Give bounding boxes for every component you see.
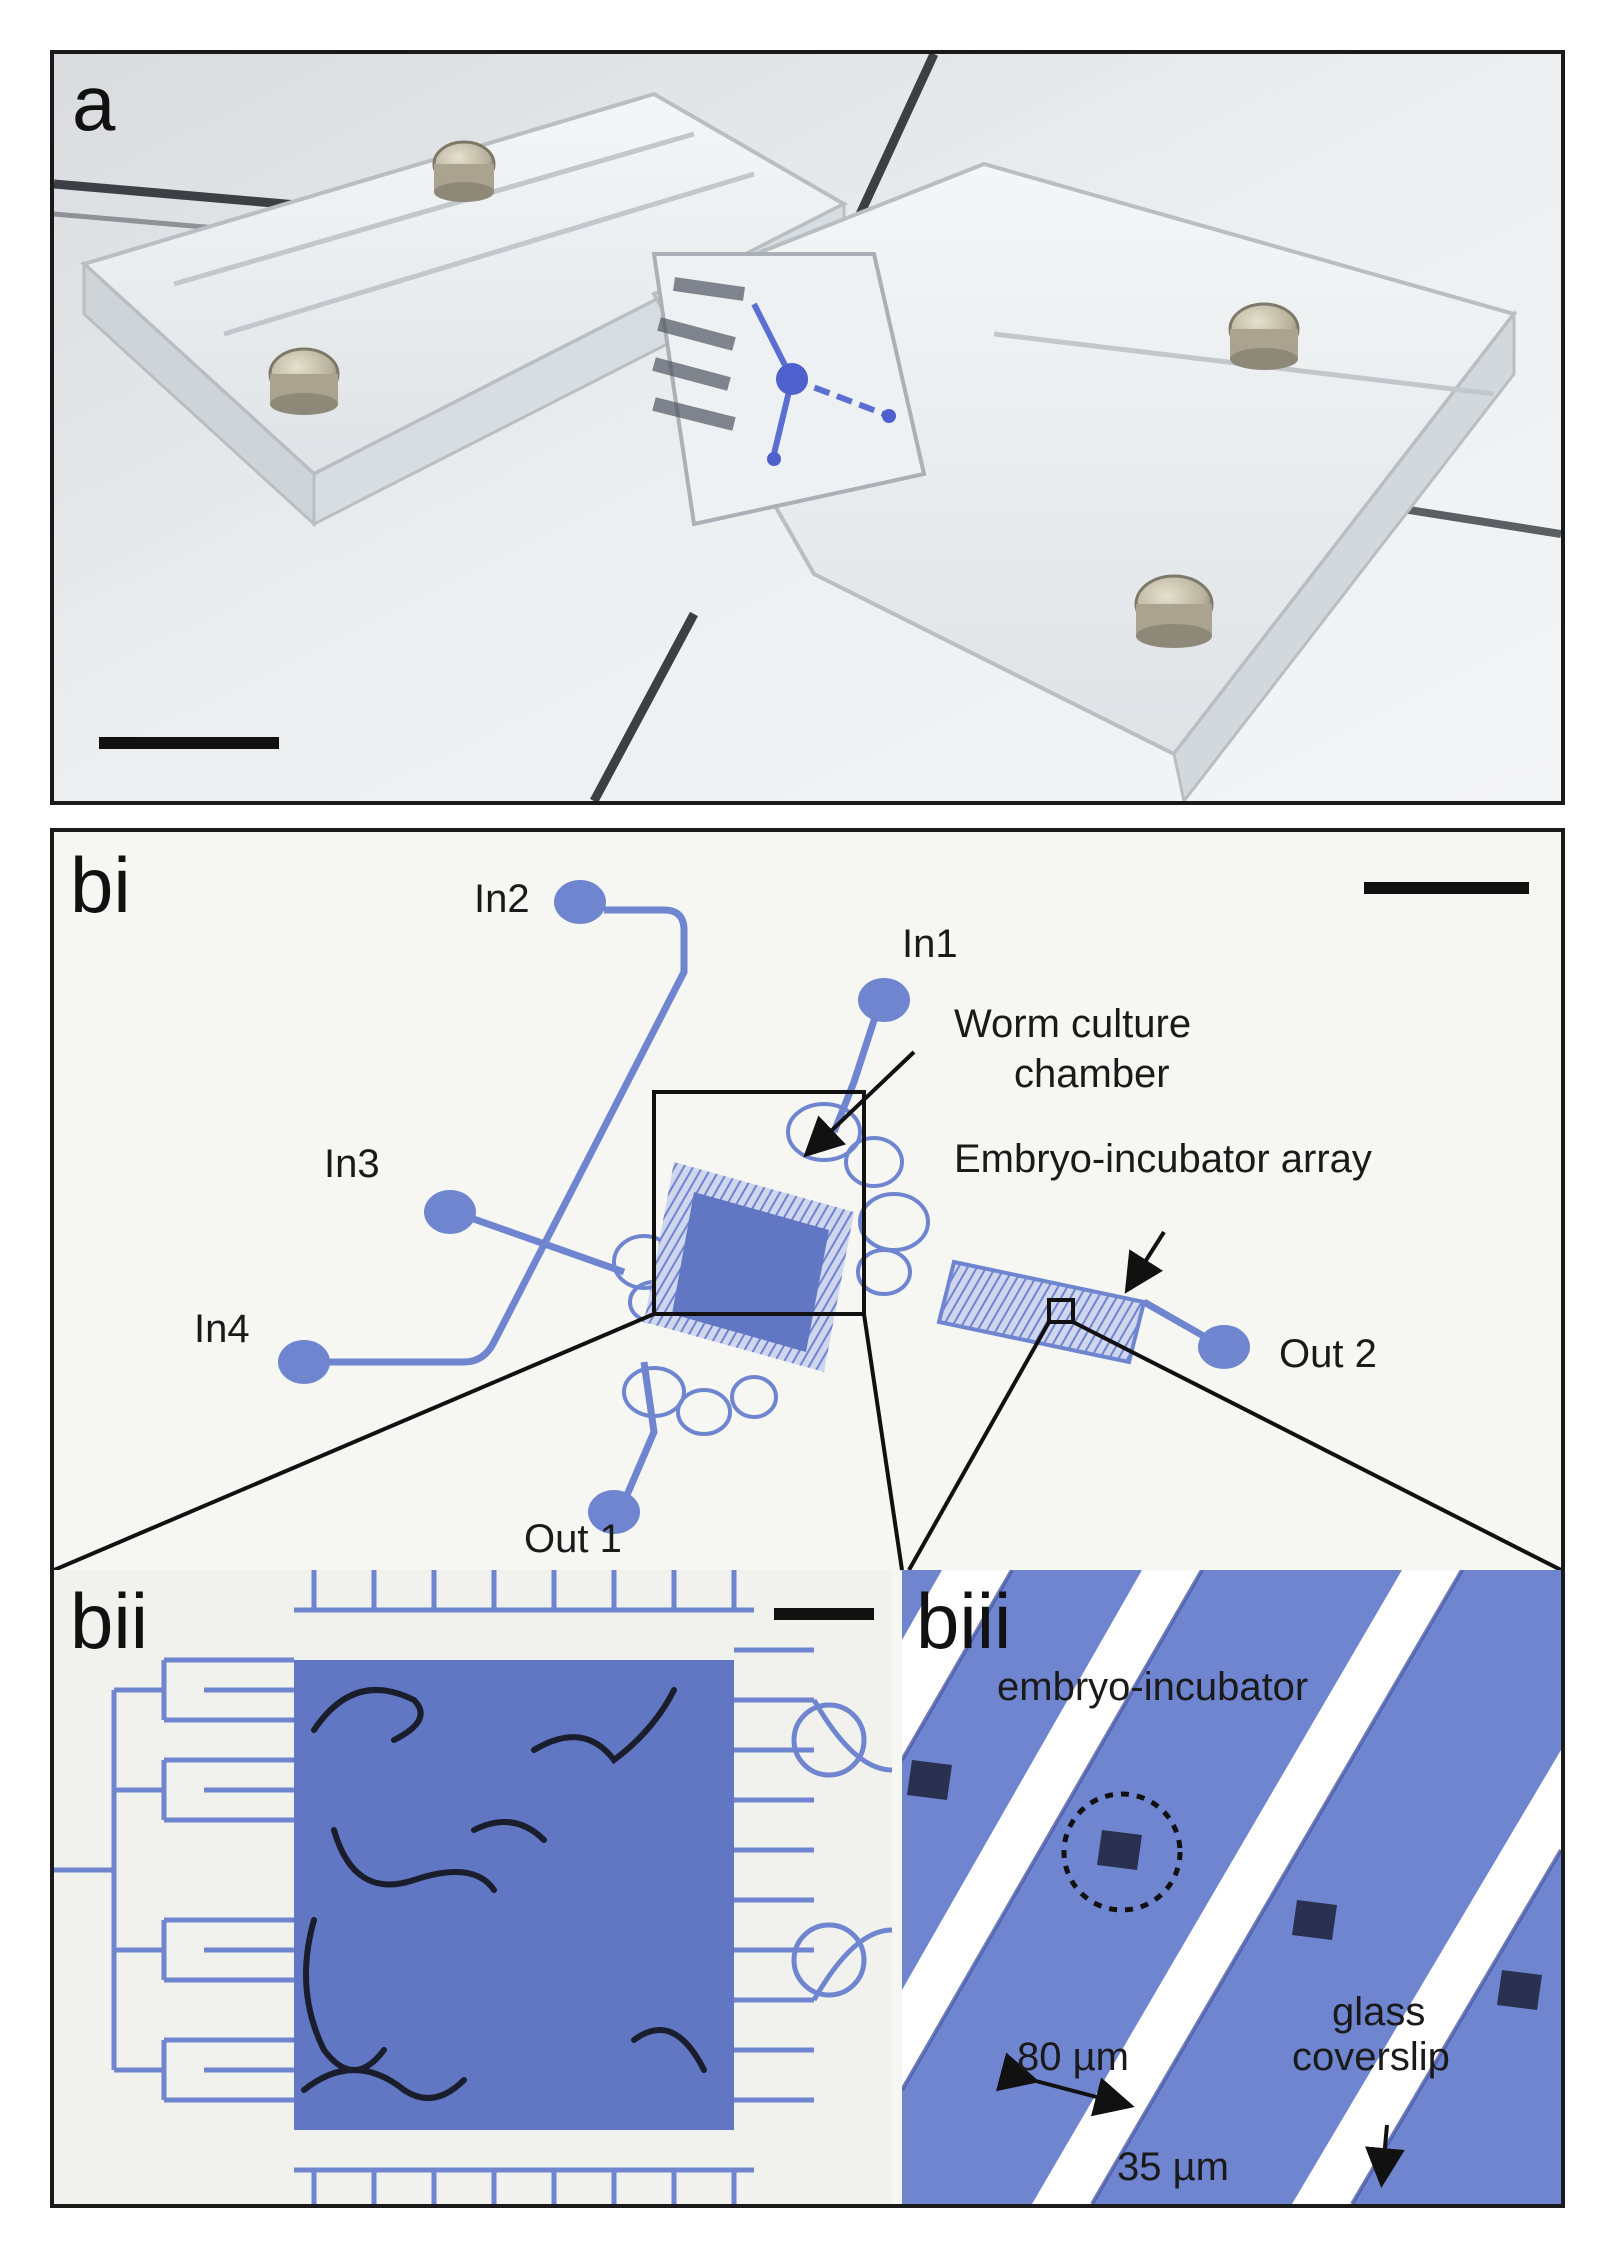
panel-bii: bii — [54, 1570, 892, 2204]
label-in4: In4 — [194, 1307, 250, 1351]
label-worm-chamber-2: chamber — [1014, 1052, 1170, 1096]
port-in4 — [278, 1340, 330, 1384]
panel-b: In2 In1 In3 In4 Out 1 Out 2 Worm culture… — [50, 828, 1565, 2208]
ports — [278, 880, 1250, 1534]
branching-channels — [54, 1570, 892, 2204]
label-out2: Out 2 — [1279, 1332, 1377, 1376]
port-in1 — [858, 978, 910, 1022]
panel-label: a — [72, 59, 116, 147]
label-worm-chamber-1: Worm culture — [954, 1002, 1191, 1046]
port-in3 — [424, 1190, 476, 1234]
coverslip-arrow — [1364, 2124, 1405, 2188]
port-out1 — [588, 1490, 640, 1534]
incubator-highlight — [1061, 1791, 1183, 1913]
embryo-incubator-array — [936, 1259, 1147, 1365]
scale-bar — [1364, 882, 1529, 894]
zoom-box-incubator — [1047, 1298, 1075, 1324]
bi-schematic: In2 In1 In3 In4 Out 1 Out 2 Worm culture… — [54, 877, 1561, 1572]
magnet — [268, 347, 340, 415]
label-in3: In3 — [324, 1142, 380, 1186]
label-in2: In2 — [474, 877, 530, 921]
biii-incubator-zoom: embryo-incubator glass coverslip 80 µm 3… — [902, 1570, 1561, 2204]
arrow-chamber — [803, 1050, 916, 1158]
label-glass: glass — [1332, 1990, 1425, 2034]
zoom-box-chamber — [652, 1090, 866, 1316]
worm-chamber-zoom — [294, 1660, 734, 2130]
bii-chamber-zoom — [54, 1570, 892, 2204]
panel-label: bii — [70, 1577, 149, 1665]
worms — [301, 1687, 707, 2101]
panel-biii: embryo-incubator glass coverslip 80 µm 3… — [902, 1570, 1561, 2204]
magnet — [1134, 574, 1214, 648]
width-arrow — [995, 2052, 1135, 2117]
label-coverslip: coverslip — [1292, 2035, 1450, 2079]
label-out1: Out 1 — [524, 1517, 622, 1561]
panel-label: bi — [70, 841, 131, 929]
label-embryo-array: Embryo-incubator array — [954, 1137, 1372, 1181]
label-in1: In1 — [902, 922, 958, 966]
device-photo — [54, 54, 1561, 801]
embryo-incubator-wells — [907, 1760, 1542, 2010]
chip-chamber — [776, 363, 808, 395]
panel-label: biii — [916, 1577, 1012, 1665]
label-width-80: 80 µm — [1017, 2035, 1129, 2079]
label-width-35: 35 µm — [1117, 2145, 1229, 2189]
arrow-array — [1124, 1230, 1166, 1294]
panel-a: a — [50, 50, 1565, 805]
port-in2 — [554, 880, 606, 924]
port-out2 — [1198, 1325, 1250, 1369]
magnet — [432, 140, 496, 202]
scale-bar — [774, 1608, 874, 1620]
zoom-lines — [54, 1312, 1561, 1572]
magnet — [1228, 302, 1300, 370]
scale-bar — [99, 737, 279, 749]
label-embryo-incubator: embryo-incubator — [997, 1665, 1308, 1709]
